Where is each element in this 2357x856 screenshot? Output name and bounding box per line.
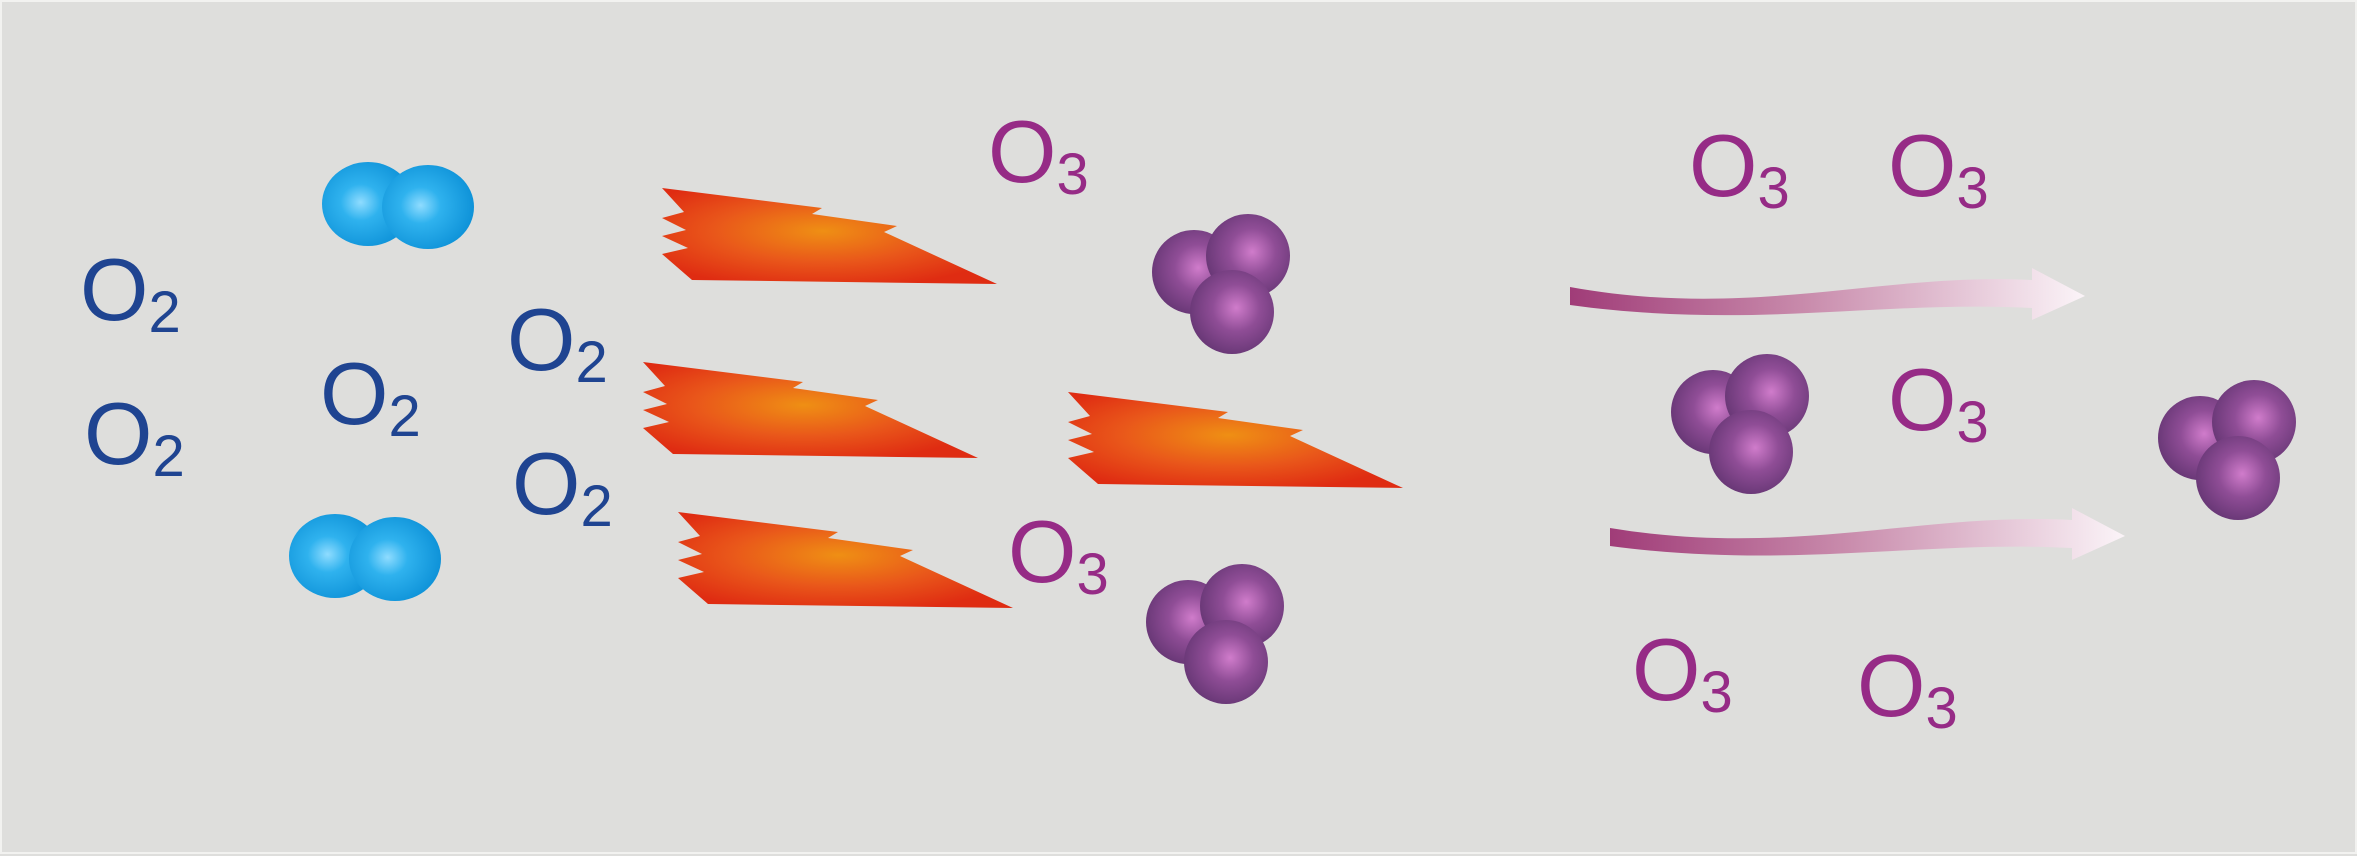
o2-label: O2 bbox=[507, 290, 608, 395]
o2-molecule-icon bbox=[289, 514, 441, 601]
o3-molecule-icon bbox=[1152, 214, 1290, 354]
o3-label: O3 bbox=[1888, 350, 1989, 455]
o2-label: O2 bbox=[80, 240, 181, 345]
o3-molecule-icon bbox=[1146, 564, 1284, 704]
o3-label: O3 bbox=[1888, 116, 1989, 221]
o3-label: O3 bbox=[1689, 116, 1790, 221]
o3-label: O3 bbox=[1632, 620, 1733, 725]
o2-label: O2 bbox=[84, 384, 185, 489]
flow-arrow-icon bbox=[1570, 268, 2085, 320]
o2-label: O2 bbox=[512, 434, 613, 539]
o3-label: O3 bbox=[988, 102, 1089, 207]
lightning-flame-icon bbox=[678, 512, 1013, 608]
o3-molecule-icon bbox=[1671, 354, 1809, 494]
o3-label: O3 bbox=[1857, 636, 1958, 741]
o2-molecule-icon bbox=[322, 162, 474, 249]
o3-label: O3 bbox=[1008, 502, 1109, 607]
lightning-flame-icon bbox=[1068, 392, 1403, 488]
lightning-flame-icon bbox=[643, 362, 978, 458]
o3-molecule-icon bbox=[2158, 380, 2296, 520]
lightning-flame-icon bbox=[662, 188, 997, 284]
o2-label: O2 bbox=[320, 344, 421, 449]
flow-arrow-icon bbox=[1610, 508, 2125, 560]
